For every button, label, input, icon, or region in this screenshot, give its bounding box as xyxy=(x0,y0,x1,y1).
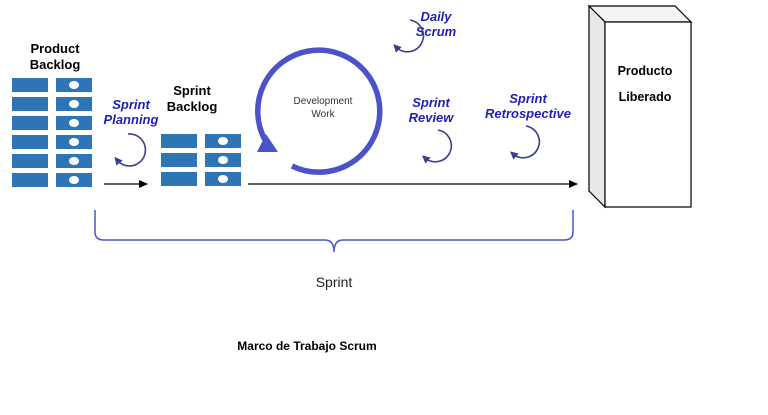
development-work-label-line2: Work xyxy=(311,109,335,120)
sprint-backlog-blocks xyxy=(161,134,241,186)
backlog-item-dot xyxy=(218,175,228,183)
backlog-item-dot xyxy=(69,157,79,165)
sprint-review-label-line2: Review xyxy=(409,110,455,125)
bracket-icon xyxy=(94,210,574,253)
daily-scrum-label-line1: Daily xyxy=(420,9,452,24)
backlog-item-block xyxy=(12,173,48,187)
sprint-backlog: Sprint Backlog xyxy=(161,83,241,186)
backlog-item-block xyxy=(12,135,48,149)
diagram-caption: Marco de Trabajo Scrum xyxy=(237,339,376,353)
circular-arrow-icon xyxy=(114,133,147,167)
backlog-item-dot xyxy=(69,119,79,127)
circular-arrow-icon xyxy=(421,129,453,164)
product-released-label-line1: Producto xyxy=(618,64,673,78)
product-released-label-line2: Liberado xyxy=(619,90,672,104)
cycle-arrowhead xyxy=(257,134,278,152)
sprint-retrospective-label-line2: Retrospective xyxy=(485,106,571,121)
backlog-item-block xyxy=(161,153,197,167)
circular-arrow-icon xyxy=(509,125,541,160)
backlog-item-block xyxy=(12,116,48,130)
sprint-label: Sprint xyxy=(316,274,353,290)
sprint-review: Sprint Review xyxy=(409,95,455,164)
backlog-item-dot xyxy=(69,176,79,184)
sprint-backlog-title-line1: Sprint xyxy=(173,83,211,98)
product-released: Producto Liberado xyxy=(587,4,693,209)
backlog-item-block xyxy=(12,154,48,168)
daily-scrum: Daily Scrum xyxy=(393,9,457,53)
sprint-planning-label-line1: Sprint xyxy=(112,97,150,112)
backlog-item-block xyxy=(161,172,197,186)
circular-arrow-icon xyxy=(255,47,383,175)
backlog-item-block xyxy=(12,97,48,111)
sprint-planning: Sprint Planning xyxy=(104,97,159,167)
sprint-planning-label-line2: Planning xyxy=(104,112,159,127)
product-backlog-title-line1: Product xyxy=(30,41,80,56)
sprint-retrospective-label-line1: Sprint xyxy=(509,91,547,106)
product-backlog: Product Backlog xyxy=(12,41,92,187)
sprint-bracket: Sprint xyxy=(94,210,574,290)
backlog-item-dot xyxy=(69,81,79,89)
product-backlog-blocks xyxy=(12,78,92,187)
sprint-retrospective: Sprint Retrospective xyxy=(485,91,571,160)
backlog-item-dot xyxy=(218,137,228,145)
product-backlog-title-line2: Backlog xyxy=(30,57,81,72)
backlog-item-dot xyxy=(69,138,79,146)
circular-arrow-icon xyxy=(393,19,425,53)
box-3d-icon xyxy=(587,4,693,209)
backlog-item-block xyxy=(161,134,197,148)
backlog-item-dot xyxy=(218,156,228,164)
backlog-item-dot xyxy=(69,100,79,108)
sprint-backlog-title-line2: Backlog xyxy=(167,99,218,114)
backlog-item-block xyxy=(12,78,48,92)
development-work-cycle: Development Work xyxy=(255,47,383,175)
daily-scrum-label-line2: Scrum xyxy=(416,24,457,39)
development-work-label-line1: Development xyxy=(294,96,353,107)
sprint-review-label-line1: Sprint xyxy=(412,95,450,110)
